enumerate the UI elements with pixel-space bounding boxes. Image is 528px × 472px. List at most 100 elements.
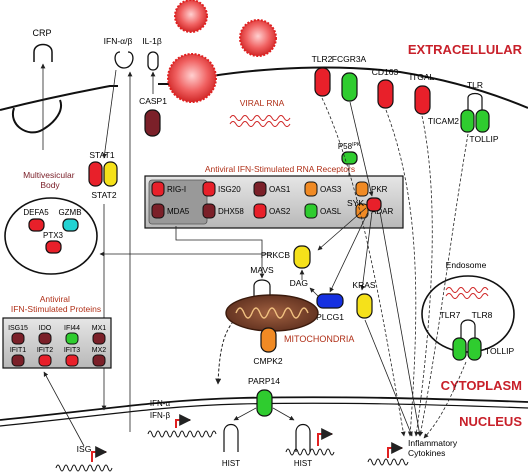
hist2-shape <box>295 423 311 452</box>
il1b-label: IL-1β <box>142 36 162 46</box>
hist2-label: HIST <box>294 459 312 468</box>
protein-isg15-label: ISG15 <box>8 325 28 332</box>
protein-ifit2-label: IFIT2 <box>37 347 53 354</box>
protein-ifit2-shape <box>38 354 52 367</box>
mitochondrion <box>225 294 319 332</box>
tlr8-green <box>467 337 482 361</box>
ifnab-shape <box>114 51 134 69</box>
tlr8-label: TLR8 <box>472 310 493 320</box>
receptor-oasl-label: OASL <box>320 207 342 216</box>
receptor-adar-label: ADAR <box>371 207 393 216</box>
p58-protein <box>341 151 358 165</box>
cytokines-promoter <box>387 442 404 458</box>
protein-isg15-shape <box>11 332 25 345</box>
syk-label: SYK <box>347 198 364 208</box>
crp-shape <box>33 43 53 62</box>
casp1-label: CASP1 <box>139 96 167 106</box>
ptx3-label: PTX3 <box>43 231 64 240</box>
dag-label: DAG <box>290 278 308 288</box>
protein-ido-shape <box>38 332 52 345</box>
tlr2-to-cytokines <box>321 97 406 437</box>
crp-label: CRP <box>32 28 51 38</box>
syk-protein <box>366 197 382 212</box>
prkcb-protein <box>293 245 311 269</box>
receptor-mda5-label: MDA5 <box>167 207 190 216</box>
parp14-protein <box>256 389 273 417</box>
endosome-label: Endosome <box>446 260 487 270</box>
ticam2-label: TICAM2 <box>428 116 459 126</box>
itgal-to-cytokines <box>414 115 433 437</box>
receptor-isg20-shape <box>202 181 216 197</box>
hist2-dna <box>285 448 335 456</box>
receptor-isg20-label: ISG20 <box>218 185 241 194</box>
mitochondrion-cristae <box>235 307 309 319</box>
cd163-to-cytokines <box>385 109 417 437</box>
syk-to-cytokines <box>379 211 422 437</box>
mitochondria-label: MITOCHONDRIA <box>284 334 354 344</box>
protein-mx2-label: MX2 <box>92 347 107 354</box>
endosome-rna-2 <box>445 293 489 299</box>
itgal-label: ITGAL <box>410 72 435 82</box>
stat2-label: STAT2 <box>91 190 116 200</box>
region-extracellular: EXTRACELLULAR <box>408 42 523 57</box>
defa5-label: DEFA5 <box>23 208 49 217</box>
fcgr3a-to-syk <box>349 101 374 197</box>
fcgr3a-receptor <box>341 72 358 102</box>
virus-1 <box>174 0 208 33</box>
gzmb-label: GZMB <box>58 208 81 217</box>
cytokines-label: Inflammatory Cytokines <box>408 438 460 458</box>
isg-label: ISG <box>77 444 92 454</box>
isg-dna <box>55 464 113 472</box>
tollip-protein-top <box>475 109 490 133</box>
protein-ifi44-shape <box>65 332 79 345</box>
tlr-label: TLR <box>467 80 483 90</box>
receptor-oas2-label: OAS2 <box>269 207 291 216</box>
nuclear-membrane <box>0 396 528 421</box>
il1b-shape <box>147 51 159 71</box>
mvb-line1-line2: Body <box>40 180 60 190</box>
receptor-oas2-shape <box>253 203 267 219</box>
kras-protein <box>356 293 373 319</box>
protein-ifit3-label: IFIT3 <box>64 347 80 354</box>
isg-to-proteins <box>43 371 85 447</box>
tlr7-green <box>452 337 467 361</box>
ifnab-label: IFN-α/β <box>104 36 133 46</box>
hist1-shape <box>223 423 239 452</box>
protein-mx1-shape <box>92 332 106 345</box>
region-cytoplasm: CYTOPLASM <box>441 378 522 393</box>
viral-rna-strand-2 <box>229 121 291 127</box>
syk-to-prkcb <box>317 207 367 251</box>
casp1-protein <box>144 109 161 137</box>
receptor-oas3-shape <box>304 181 318 197</box>
tlr7-8-receptor <box>460 319 476 342</box>
viral-rna-strand <box>229 115 291 121</box>
crp-vesicle <box>11 99 62 134</box>
tlr-receptor <box>467 92 483 112</box>
ifn-to-stat <box>102 69 117 159</box>
tlr2-receptor <box>314 67 331 97</box>
ticam2-protein <box>460 109 475 133</box>
tollip-endo-label: TOLLIP <box>485 346 514 356</box>
cytokines-text-line2: Cytokines <box>408 448 445 458</box>
gzmb-protein <box>62 218 79 232</box>
kras-label: KRAS <box>352 280 375 290</box>
plcg1-label: PLCG1 <box>316 312 344 322</box>
receptor-oasl-shape <box>304 203 318 219</box>
mvb-label: Multivesicular Body <box>23 170 77 190</box>
protein-mx2-shape <box>92 354 106 367</box>
proteins-title-text-line2: IFN-Stimulated Proteins <box>11 304 101 314</box>
proteins-title-text: Antiviral <box>40 294 70 304</box>
receptor-dhx58-shape <box>202 203 216 219</box>
region-nucleus: NUCLEUS <box>459 414 522 429</box>
hist1-label: HIST <box>222 459 240 468</box>
mavs-label: MAVS <box>250 265 274 275</box>
syk-to-plcg1 <box>329 211 369 293</box>
virus-2 <box>239 19 277 57</box>
p58-label: P58IPK <box>338 142 361 151</box>
receptor-pkr-shape <box>355 181 369 197</box>
protein-mx1-label: MX1 <box>92 325 107 332</box>
nuclear-membrane-inner <box>0 402 528 427</box>
parp14-label: PARP14 <box>248 376 280 386</box>
